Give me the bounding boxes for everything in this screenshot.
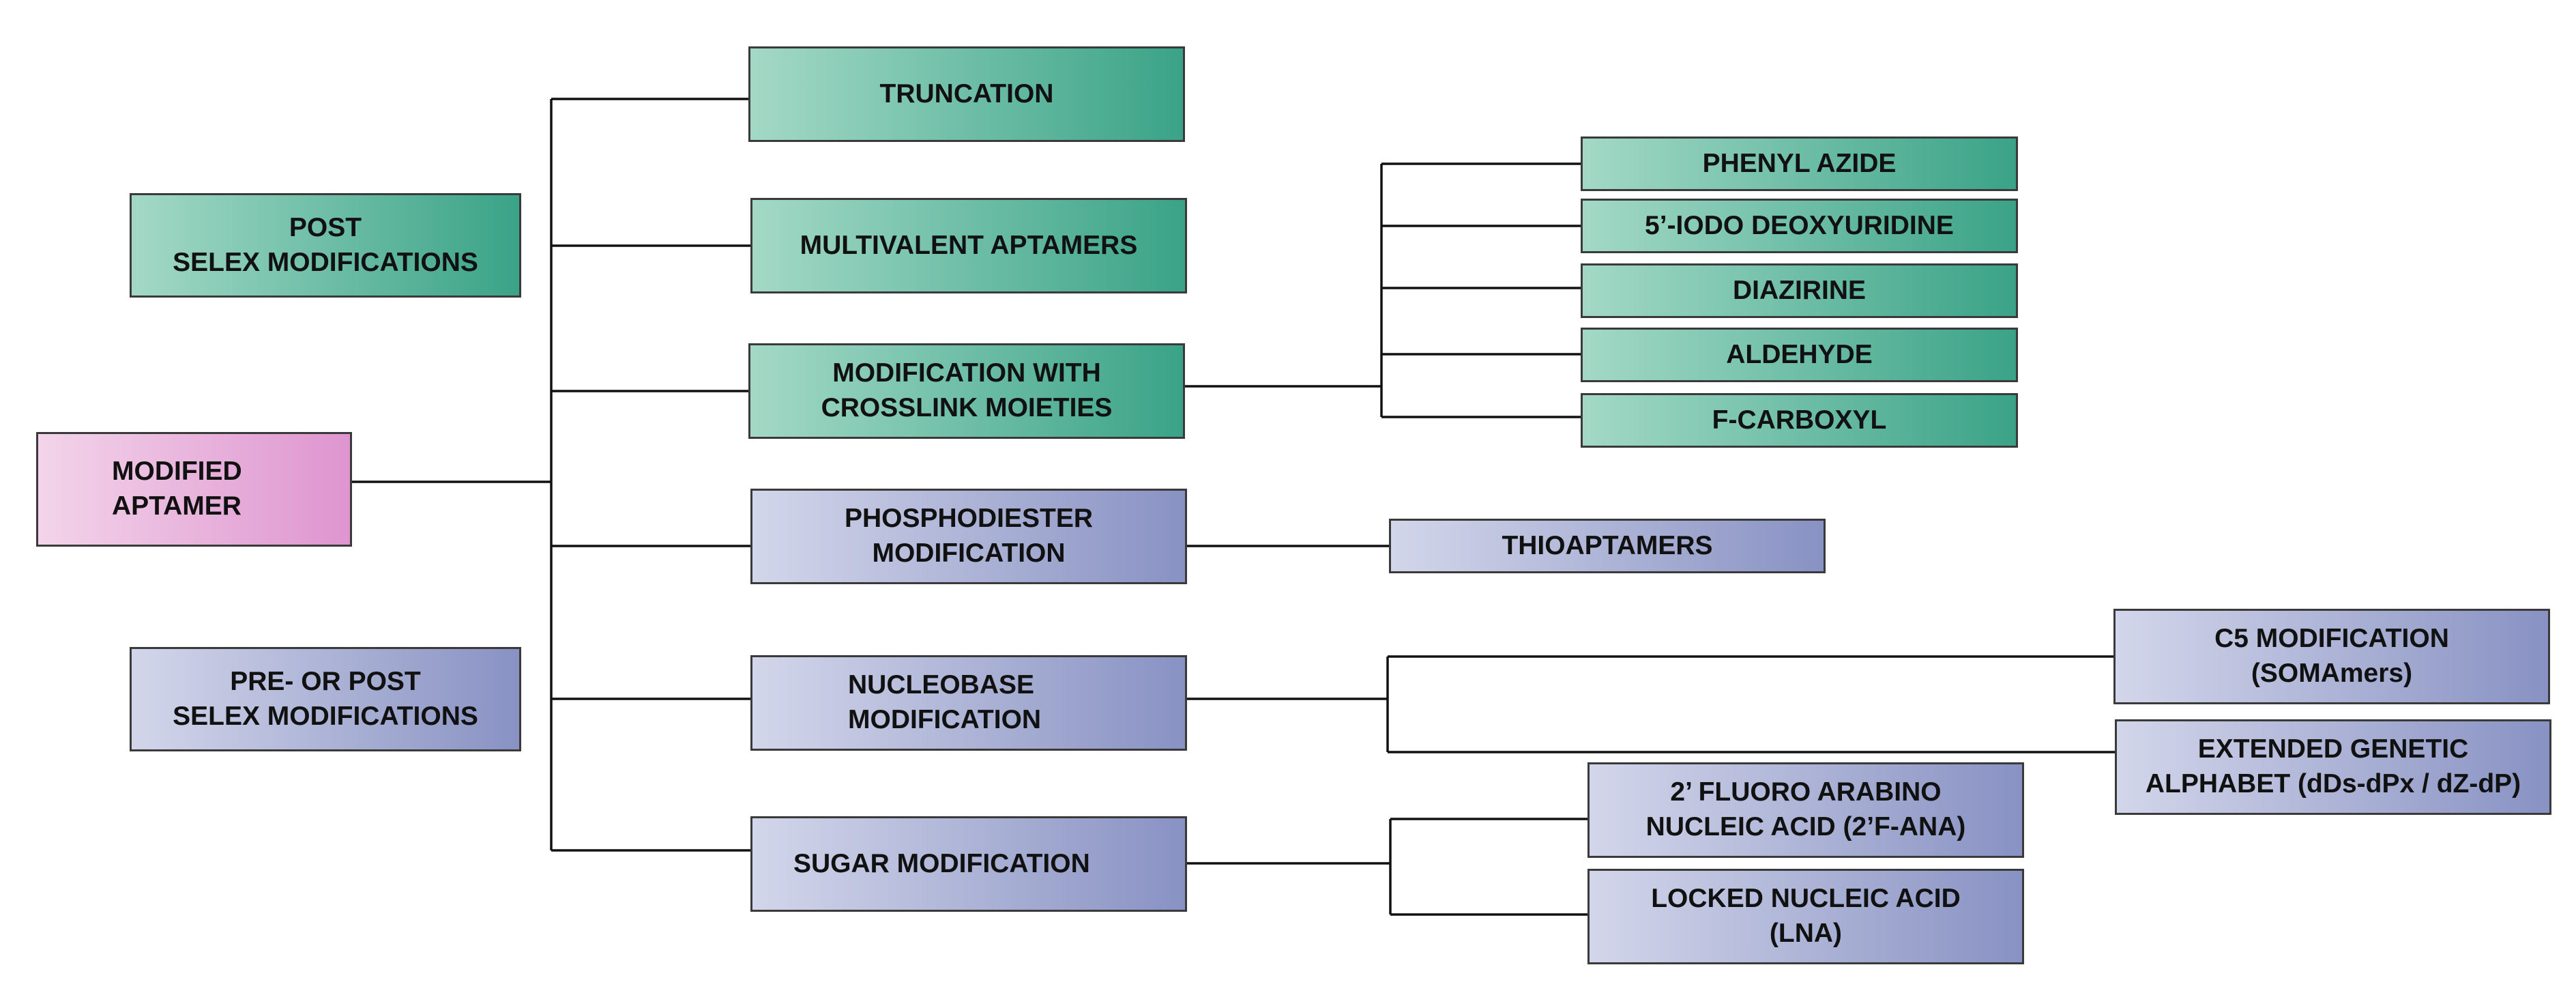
item-thioaptamers: THIOAPTAMERS [1389, 519, 1826, 573]
branch-truncation: TRUNCATION [748, 46, 1185, 142]
item-c5-modification: C5 MODIFICATION (SOMAmers) [2113, 609, 2550, 704]
item-f-carboxyl-label: F-CARBOXYL [1712, 405, 1887, 435]
legend-pre-post-selex: PRE- OR POST SELEX MODIFICATIONS [130, 647, 521, 751]
item-extended-line1: EXTENDED GENETIC [2197, 734, 2469, 764]
item-f-carboxyl: F-CARBOXYL [1581, 393, 2018, 448]
branch-multivalent-label: MULTIVALENT APTAMERS [800, 230, 1138, 260]
item-iodo-label: 5’-IODO DEOXYURIDINE [1645, 210, 1954, 240]
item-phenyl-azide: PHENYL AZIDE [1581, 136, 2018, 191]
item-fluoro-arabino: 2’ FLUORO ARABINO NUCLEIC ACID (2’F-ANA) [1587, 762, 2024, 858]
branch-phosphodiester-line2: MODIFICATION [872, 538, 1066, 568]
root-line2: APTAMER [112, 491, 241, 521]
item-thioaptamers-label: THIOAPTAMERS [1502, 530, 1713, 560]
legend-pre-post-line2: SELEX MODIFICATIONS [173, 701, 478, 731]
root-line1: MODIFIED [112, 457, 242, 487]
item-diazirine: DIAZIRINE [1581, 263, 2018, 318]
item-locked-nucleic-acid: LOCKED NUCLEIC ACID (LNA) [1587, 869, 2024, 964]
branch-sugar-label: SUGAR MODIFICATION [793, 848, 1090, 878]
branch-crosslink-line2: CROSSLINK MOIETIES [821, 393, 1113, 422]
item-fana-line2: NUCLEIC ACID (2’F-ANA) [1645, 812, 1966, 841]
root-node-modified-aptamer: MODIFIED APTAMER [36, 432, 352, 547]
item-aldehyde-label: ALDEHYDE [1726, 339, 1873, 369]
legend-post-selex: POST SELEX MODIFICATIONS [130, 193, 521, 298]
branch-phosphodiester-modification: PHOSPHODIESTER MODIFICATION [750, 489, 1187, 584]
item-diazirine-label: DIAZIRINE [1733, 275, 1866, 305]
branch-multivalent-aptamers: MULTIVALENT APTAMERS [750, 198, 1187, 293]
legend-post-line2: SELEX MODIFICATIONS [173, 247, 478, 277]
item-lna-line1: LOCKED NUCLEIC ACID [1651, 884, 1961, 914]
branch-nucleobase-line1: NUCLEOBASE [848, 670, 1035, 700]
item-iodo-deoxyuridine: 5’-IODO DEOXYURIDINE [1581, 199, 2018, 253]
item-fana-line1: 2’ FLUORO ARABINO [1670, 777, 1942, 807]
legend-pre-post-line1: PRE- OR POST [230, 666, 421, 696]
branch-nucleobase-line2: MODIFICATION [848, 705, 1042, 734]
branch-crosslink-moieties: MODIFICATION WITH CROSSLINK MOIETIES [748, 343, 1185, 439]
branch-truncation-label: TRUNCATION [879, 78, 1054, 109]
branch-crosslink-line1: MODIFICATION WITH [832, 358, 1101, 388]
branch-phosphodiester-line1: PHOSPHODIESTER [844, 504, 1094, 534]
item-lna-line2: (LNA) [1769, 919, 1843, 948]
item-aldehyde: ALDEHYDE [1581, 328, 2018, 382]
legend-post-line1: POST [289, 212, 362, 242]
branch-sugar-modification: SUGAR MODIFICATION [750, 816, 1187, 912]
item-extended-line2: ALPHABET (dDs-dPx / dZ-dP) [2145, 769, 2521, 798]
item-c5-line2: (SOMAmers) [2251, 659, 2413, 688]
item-extended-genetic-alphabet: EXTENDED GENETIC ALPHABET (dDs-dPx / dZ-… [2115, 719, 2551, 815]
branch-nucleobase-modification: NUCLEOBASE MODIFICATION [750, 655, 1187, 751]
item-phenyl-azide-label: PHENYL AZIDE [1702, 148, 1897, 178]
item-c5-line1: C5 MODIFICATION [2214, 624, 2449, 654]
